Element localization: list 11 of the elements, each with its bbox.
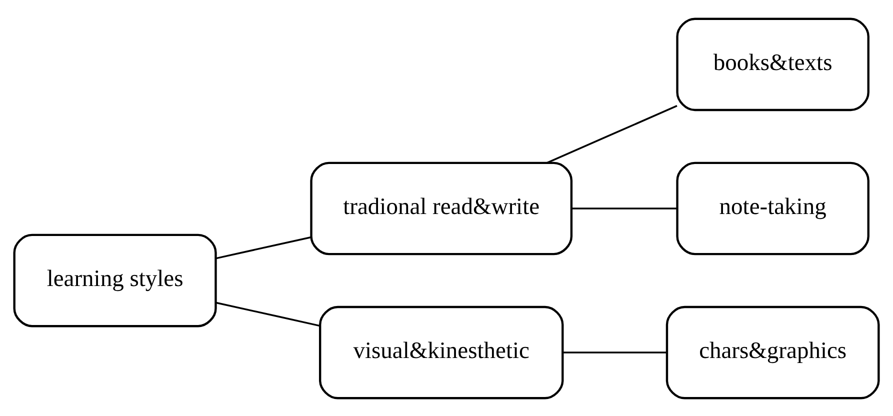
node-box: tradional read&write — [310, 161, 573, 255]
node-box: learning styles — [13, 233, 217, 327]
connector — [546, 104, 678, 164]
connector — [216, 236, 312, 259]
connector — [572, 207, 677, 209]
connector — [562, 351, 667, 353]
node-box: note-taking — [676, 161, 870, 255]
node-box: visual&kinesthetic — [318, 305, 564, 399]
node-box: books&texts — [676, 17, 870, 111]
connector — [216, 301, 320, 326]
node-box: chars&graphics — [666, 305, 880, 399]
